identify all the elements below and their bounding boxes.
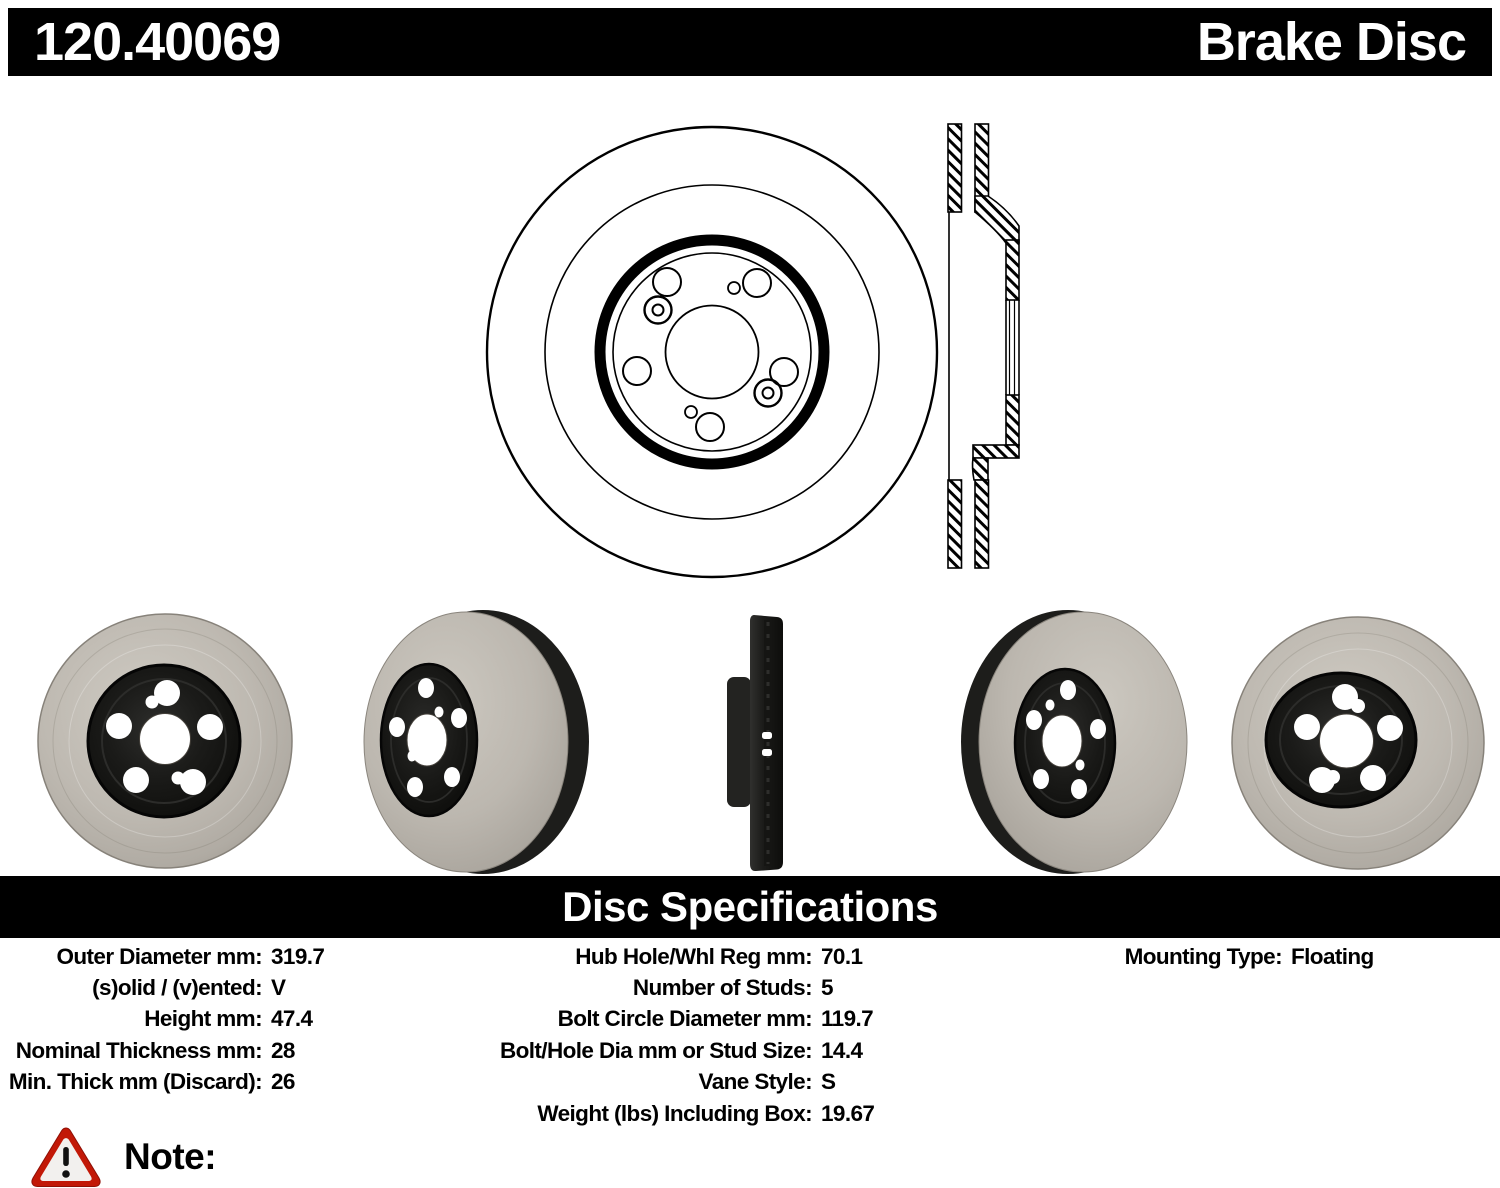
- note-label: Note:: [124, 1136, 217, 1177]
- note-section: Note:: [30, 1126, 217, 1188]
- spec-value: Floating: [1291, 943, 1374, 969]
- product-title: Brake Disc: [1196, 12, 1467, 72]
- cross-section-drawing: [947, 123, 1020, 569]
- spec-label: Bolt Circle Diameter mm:: [557, 1006, 813, 1032]
- spec-row: Vane Style: S: [420, 1067, 1000, 1098]
- front-view-drawing: [485, 125, 939, 579]
- spec-value: V: [271, 975, 286, 1001]
- spec-column-left: Outer Diameter mm: 319.7 (s)olid / (v)en…: [0, 941, 420, 1098]
- spec-value: 14.4: [821, 1037, 863, 1063]
- spec-row: Bolt Circle Diameter mm: 119.7: [420, 1004, 1000, 1035]
- spec-label: Height mm:: [144, 1006, 262, 1032]
- spec-value: 119.7: [821, 1006, 874, 1032]
- spec-row: Height mm: 47.4: [0, 1004, 420, 1035]
- spec-label: Bolt/Hole Dia mm or Stud Size:: [499, 1037, 813, 1063]
- spec-value: S: [821, 1069, 836, 1095]
- spec-label: Nominal Thickness mm:: [15, 1037, 263, 1063]
- spec-row: Bolt/Hole Dia mm or Stud Size: 14.4: [420, 1035, 1000, 1066]
- spec-row: Mounting Type: Floating: [1040, 941, 1500, 972]
- product-photo-edge-view: [727, 615, 783, 872]
- spec-value: 28: [271, 1037, 295, 1063]
- spec-value: 70.1: [821, 943, 863, 969]
- spec-section-title: Disc Specifications: [562, 883, 938, 930]
- spec-label: Mounting Type:: [1124, 943, 1283, 969]
- spec-row: Nominal Thickness mm: 28: [0, 1035, 420, 1066]
- header-bar: 120.40069 Brake Disc: [8, 8, 1492, 76]
- spec-label: Min. Thick mm (Discard):: [8, 1069, 263, 1095]
- spec-column-middle: Hub Hole/Whl Reg mm: 70.1 Number of Stud…: [420, 941, 1000, 1129]
- spec-value: 26: [271, 1069, 295, 1095]
- spec-row: (s)olid / (v)ented: V: [0, 972, 420, 1003]
- spec-label: (s)olid / (v)ented:: [92, 975, 262, 1001]
- warning-triangle-icon: [31, 1127, 101, 1187]
- spec-row: Number of Studs: 5: [420, 972, 1000, 1003]
- spec-row: Min. Thick mm (Discard): 26: [0, 1067, 420, 1098]
- part-number: 120.40069: [34, 12, 281, 72]
- spec-value: 19.67: [821, 1100, 875, 1126]
- spec-row: Hub Hole/Whl Reg mm: 70.1: [420, 941, 1000, 972]
- spec-section-header: Disc Specifications: [0, 876, 1500, 938]
- spec-value: 47.4: [271, 1006, 313, 1032]
- spec-label: Weight (lbs) Including Box:: [537, 1100, 812, 1126]
- spec-label: Vane Style:: [698, 1069, 813, 1095]
- product-photo-angled-right: [961, 610, 1188, 874]
- spec-label: Outer Diameter mm:: [56, 943, 262, 969]
- spec-column-right: Mounting Type: Floating: [1040, 941, 1500, 972]
- spec-value: 5: [821, 975, 834, 1001]
- spec-value: 319.7: [271, 943, 325, 969]
- product-photo-front-view-right: [1231, 616, 1485, 870]
- technical-drawing: [485, 123, 1020, 579]
- spec-label: Hub Hole/Whl Reg mm:: [575, 943, 812, 969]
- product-photo-front-view-left: [37, 613, 293, 869]
- spec-label: Number of Studs:: [632, 975, 813, 1001]
- product-photo-angled-left: [363, 610, 589, 874]
- spec-row: Weight (lbs) Including Box: 19.67: [420, 1098, 1000, 1129]
- spec-row: Outer Diameter mm: 319.7: [0, 941, 420, 972]
